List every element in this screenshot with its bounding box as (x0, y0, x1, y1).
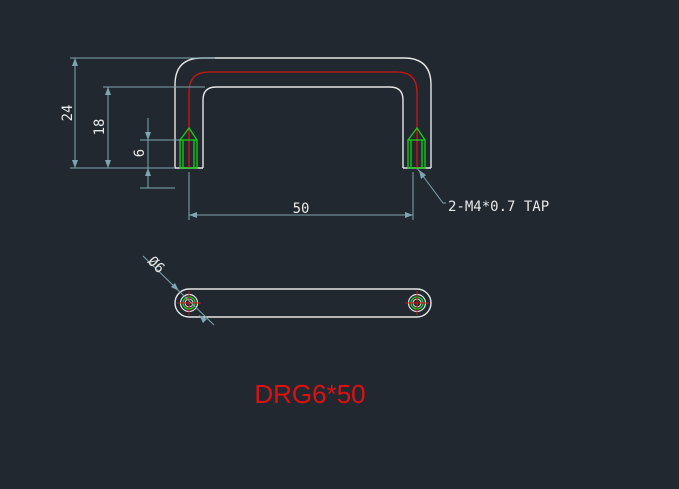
dimension-lines (70, 57, 446, 220)
handle-outer-outline (174, 57, 432, 168)
handle-centerline (188, 71, 418, 168)
handle-top-view (142, 255, 432, 326)
diameter-leader (142, 255, 215, 326)
left-tap-hole (179, 126, 198, 169)
handle-front-view (174, 57, 432, 169)
tap-callout-label: 2-M4*0.7 TAP (448, 199, 549, 215)
top-view-outline (174, 288, 432, 318)
dimension-arrows (72, 58, 426, 218)
dim-50-label: 50 (293, 201, 310, 217)
handle-inner-outline (202, 86, 404, 168)
right-tap-hole (407, 126, 426, 169)
part-number-title: DRG6*50 (254, 379, 365, 409)
left-hole-top (177, 291, 201, 315)
dim-18-label: 18 (92, 119, 108, 136)
right-hole-top (405, 291, 429, 315)
dim-6-label: 6 (132, 149, 148, 157)
dim-24-label: 24 (60, 105, 76, 122)
diameter-label: Ø6 (144, 254, 167, 277)
